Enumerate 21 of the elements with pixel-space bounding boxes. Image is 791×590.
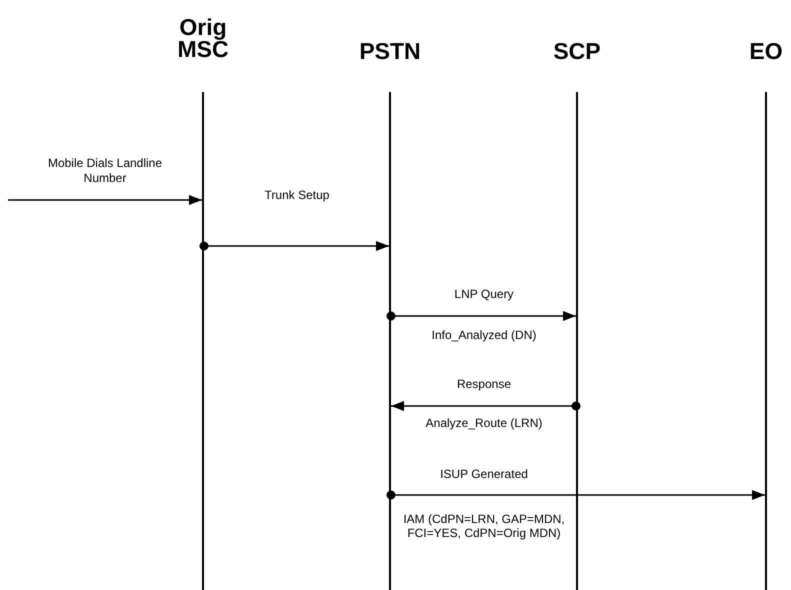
lifeline — [576, 92, 578, 590]
edge-label: LNP Query — [453, 287, 515, 302]
edge-label: Trunk Setup — [264, 188, 330, 203]
message-arrow — [386, 490, 765, 500]
edge-label: Mobile Dials Landline Number — [46, 156, 164, 186]
lifeline — [202, 92, 204, 590]
lifeline-title: PSTN — [359, 40, 421, 62]
lifeline-title: Orig MSC — [176, 16, 230, 60]
lifeline-title: EO — [749, 40, 783, 62]
message-arrow — [386, 311, 576, 321]
edge-label: ISUP Generated — [439, 467, 529, 482]
lifeline-title: SCP — [553, 40, 601, 62]
message-arrow — [200, 241, 389, 251]
edge-label: Response — [456, 377, 512, 392]
message-arrow — [391, 401, 580, 411]
lifeline — [389, 92, 391, 590]
message-parameter: Analyze_Route (LRN) — [424, 416, 544, 430]
message-arrow — [8, 195, 202, 205]
message-parameter: IAM (CdPN=LRN, GAP=MDN, FCI=YES, CdPN=Orig MDN) — [402, 512, 566, 540]
message-parameter: Info_Analyzed (DN) — [430, 328, 538, 342]
lifeline — [765, 92, 767, 590]
